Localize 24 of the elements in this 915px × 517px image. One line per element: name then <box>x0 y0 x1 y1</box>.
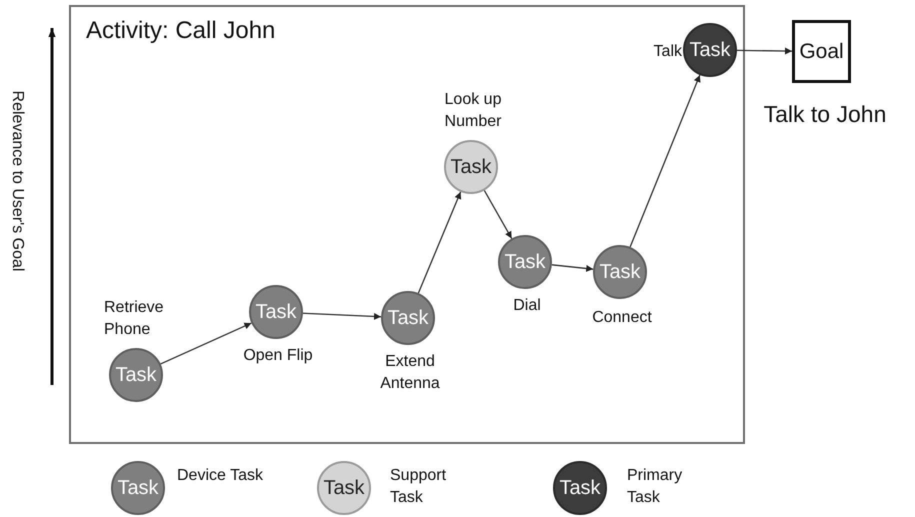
node-caption: Extend Antenna <box>379 352 441 394</box>
arrow <box>630 74 700 248</box>
node-caption: Retrieve Phone <box>104 298 165 340</box>
node-caption: Look up Number <box>444 90 502 132</box>
node-caption: Dial <box>512 296 542 316</box>
node-caption: Connect <box>591 308 653 328</box>
legend-text: Primary Task <box>627 466 684 508</box>
node-caption: Talk to John <box>762 100 888 129</box>
node-caption: Open Flip <box>242 346 314 366</box>
arrow <box>302 312 382 320</box>
arrow <box>737 48 792 54</box>
legend-swatch: Task <box>317 461 371 515</box>
arrow <box>484 190 512 239</box>
axis-label: Relevance to User's Goal <box>8 90 26 274</box>
activity-frame <box>69 5 745 444</box>
frame-title: Activity: Call John <box>86 17 276 45</box>
legend-text: Device Task <box>177 466 264 486</box>
arrow <box>160 322 252 365</box>
arrow <box>418 192 462 294</box>
arrow <box>552 264 594 272</box>
legend-text: Support Task <box>390 466 448 508</box>
legend-swatch: Task <box>553 461 607 515</box>
legend-swatch: Task <box>111 461 165 515</box>
node-caption: Talk <box>652 42 682 62</box>
